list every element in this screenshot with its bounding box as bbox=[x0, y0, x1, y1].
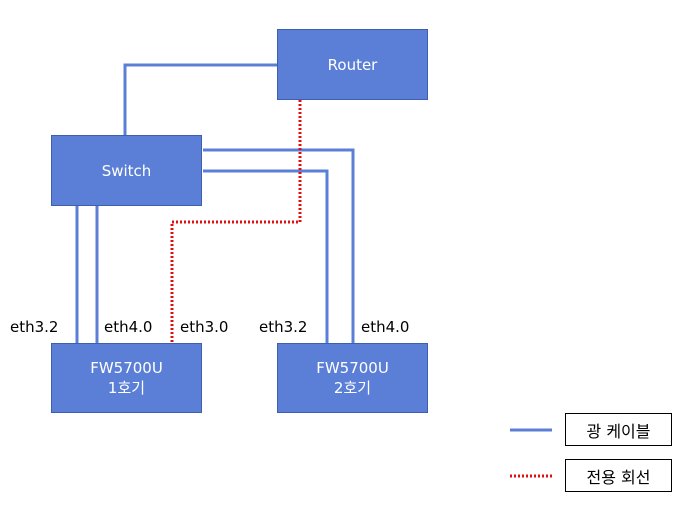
fw1-unit-label: 1호기 bbox=[107, 379, 146, 397]
fw2-model-label: FW5700U bbox=[316, 359, 389, 377]
legend-fiber-label-box: 광 케이블 bbox=[565, 413, 672, 446]
fw2-node: FW5700U 2호기 bbox=[277, 343, 428, 413]
fiber-switch-fw2-eth32 bbox=[203, 169, 329, 344]
router-node: Router bbox=[277, 29, 428, 100]
fw1-eth32-label: eth3.2 bbox=[10, 318, 59, 336]
legend-fiber-label: 광 케이블 bbox=[586, 421, 651, 441]
fw1-node: FW5700U 1호기 bbox=[51, 343, 202, 413]
fiber-switch-fw2-eth40 bbox=[203, 148, 355, 344]
fiber-cables bbox=[75, 63, 552, 432]
fw2-eth32-label: eth3.2 bbox=[259, 318, 308, 336]
fw1-model-label: FW5700U bbox=[90, 359, 163, 377]
fw1-eth40-label: eth4.0 bbox=[104, 318, 153, 336]
router-label: Router bbox=[327, 55, 378, 74]
legend-dedicated-label: 전용 회선 bbox=[586, 467, 651, 487]
switch-node: Switch bbox=[51, 135, 202, 206]
legend-dedicated-label-box: 전용 회선 bbox=[565, 459, 672, 492]
fw1-eth30-label: eth3.0 bbox=[180, 318, 229, 336]
switch-label: Switch bbox=[101, 161, 152, 180]
fw2-eth40-label: eth4.0 bbox=[361, 318, 410, 336]
dedicated-lines bbox=[170, 100, 552, 478]
fiber-switch-router bbox=[123, 63, 278, 137]
fw2-unit-label: 2호기 bbox=[333, 379, 372, 397]
dedicated-router-fw1-eth30 bbox=[170, 100, 302, 344]
